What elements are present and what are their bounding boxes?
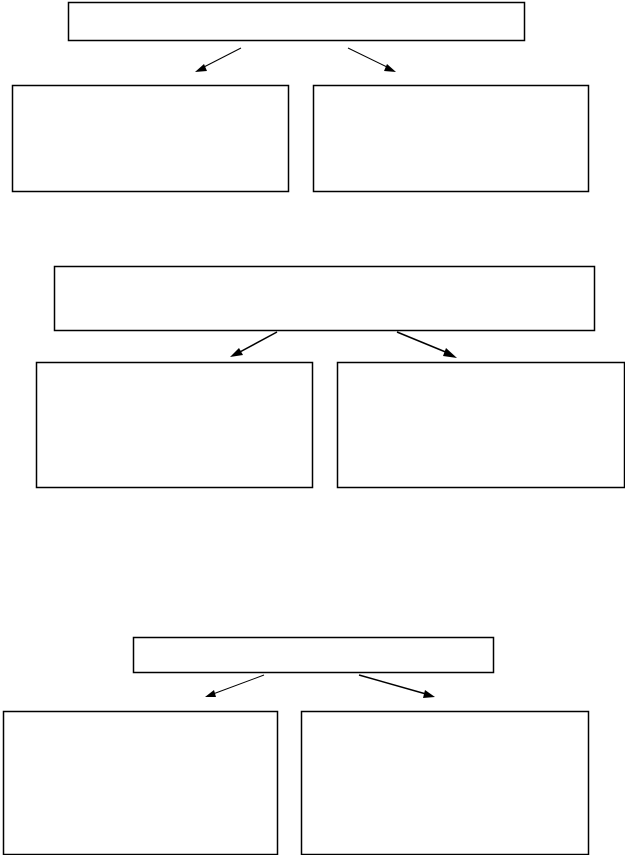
group3-root-box (132, 636, 495, 674)
group2-root-box (53, 265, 596, 332)
group1-left-child-box (11, 84, 290, 193)
tree-group-1 (11, 1, 590, 193)
group3-right-arrowhead (423, 690, 435, 698)
tree-group-3 (2, 636, 590, 855)
group2-left-arrowhead (230, 348, 243, 357)
group3-left-child-box (2, 710, 279, 855)
group3-right-connector (358, 674, 427, 695)
group1-root-box (67, 1, 526, 42)
group1-right-arrowhead (384, 64, 396, 72)
group2-right-arrowhead (443, 348, 457, 358)
group1-left-connector (201, 47, 242, 69)
group2-right-child-box (336, 361, 625, 489)
tree-group-2 (35, 265, 625, 489)
group2-left-child-box (35, 361, 314, 489)
group1-right-child-box (312, 84, 590, 193)
group3-left-arrowhead (205, 690, 216, 697)
group3-left-connector (212, 674, 265, 695)
group2-right-connector (396, 331, 449, 354)
group3-right-child-box (300, 710, 590, 855)
group1-left-arrowhead (195, 64, 207, 72)
group2-left-connector (237, 331, 278, 354)
group1-right-connector (347, 47, 390, 69)
